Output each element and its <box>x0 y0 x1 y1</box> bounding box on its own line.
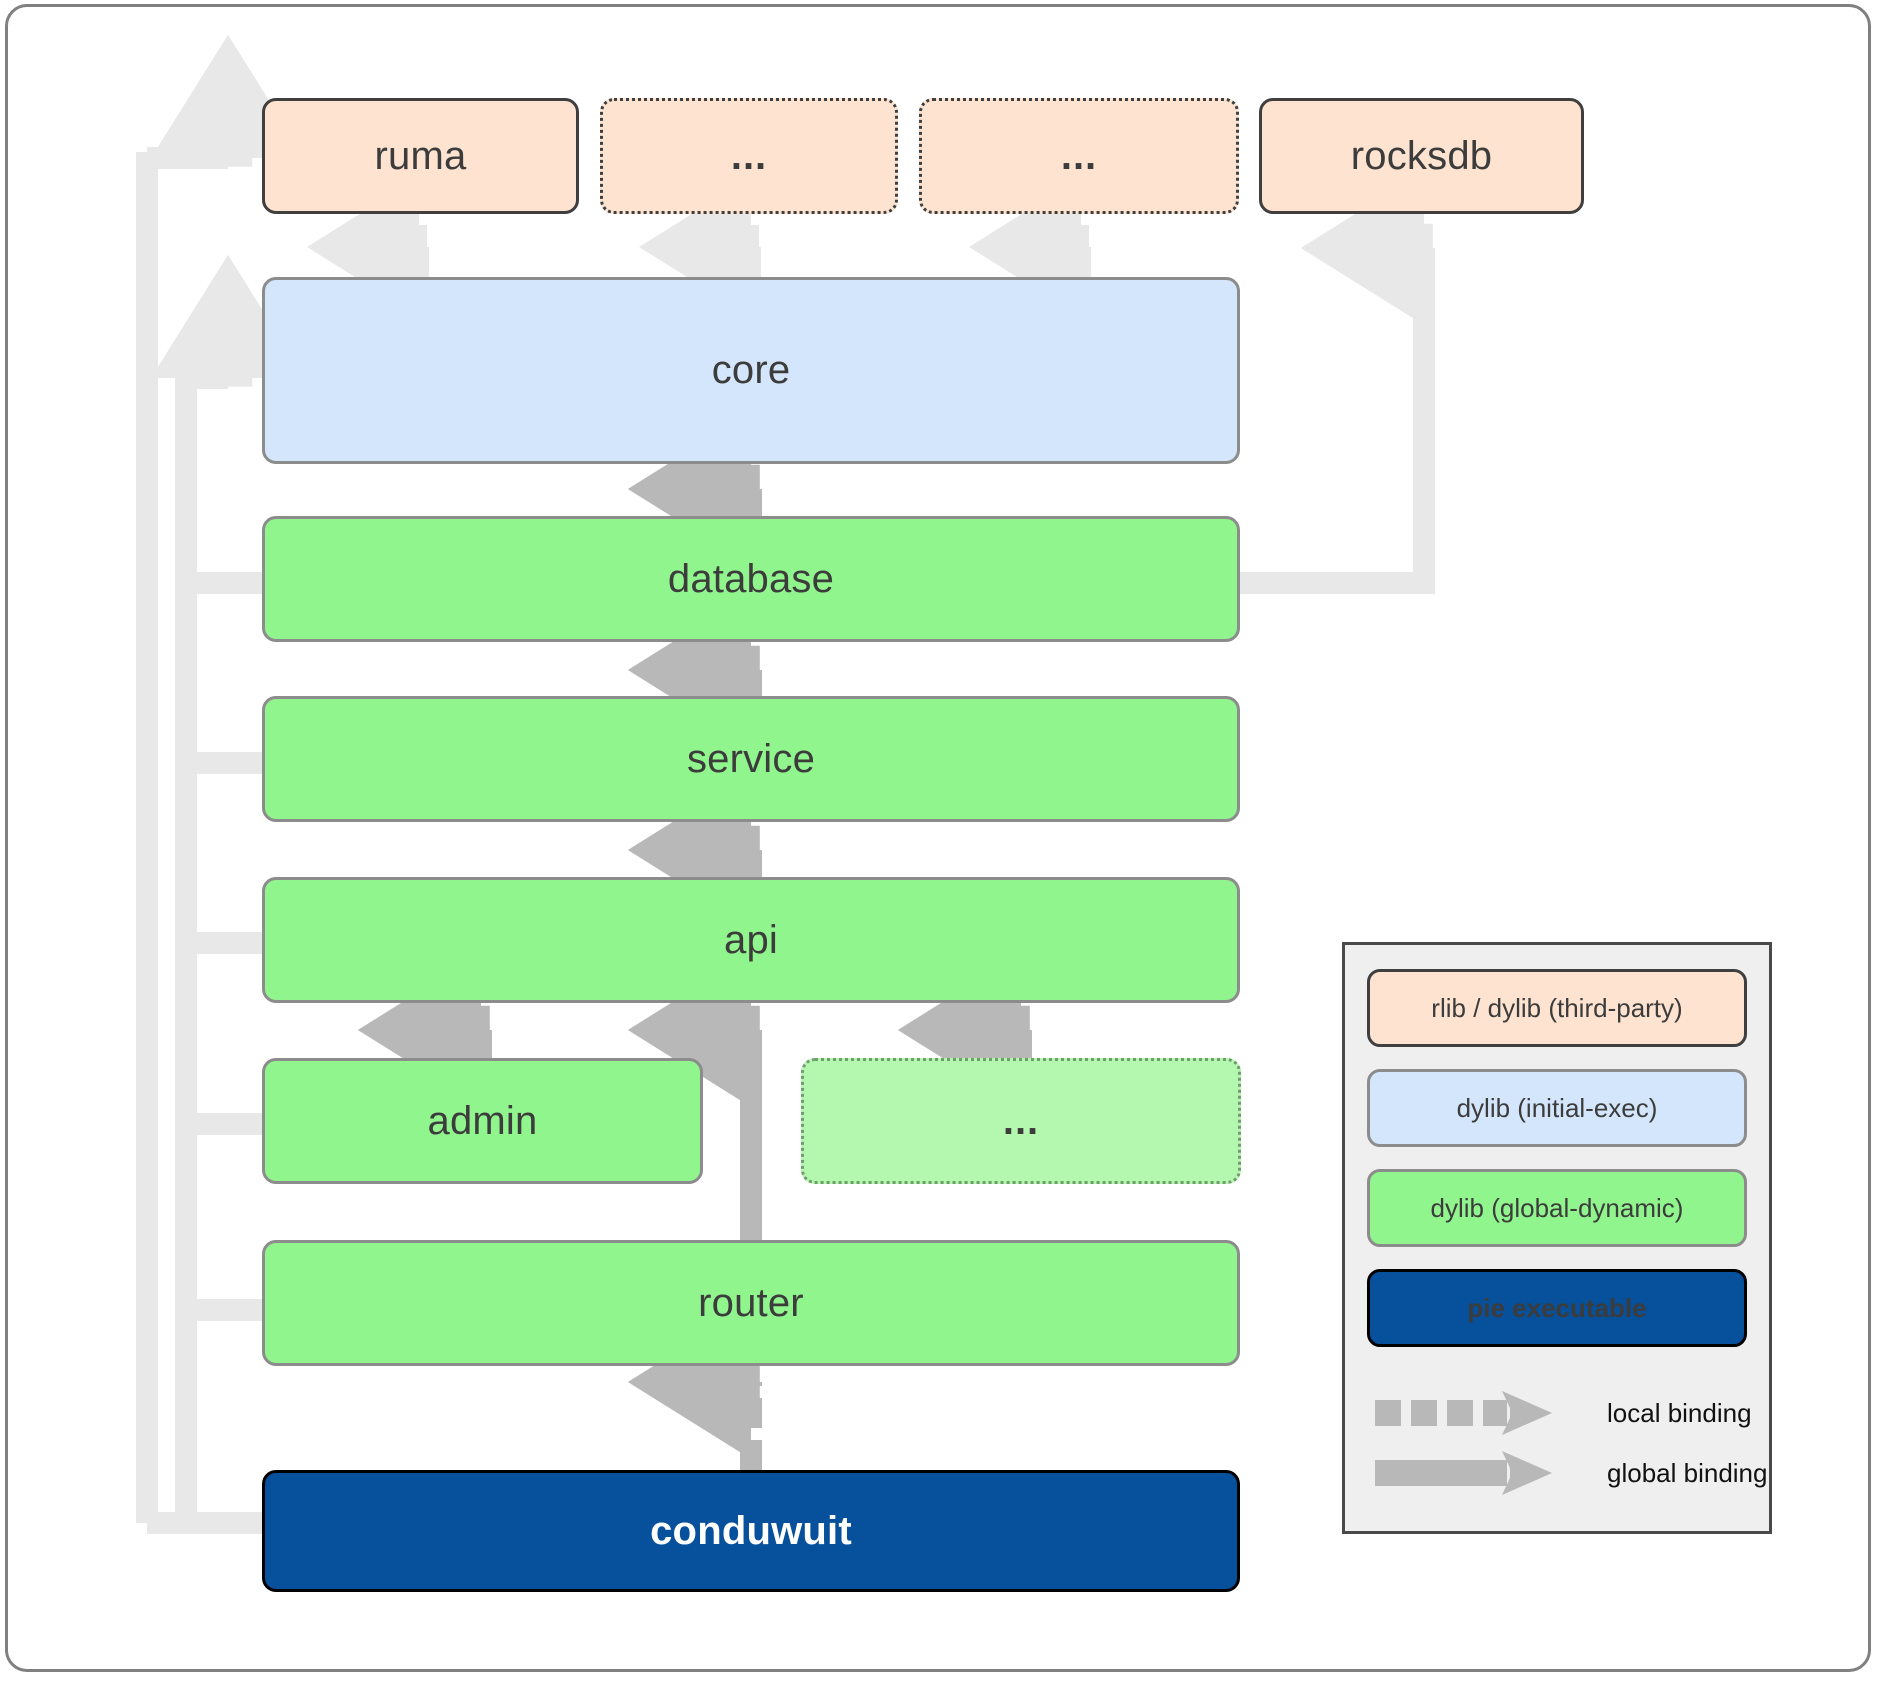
legend-item-initial-exec: dylib (initial-exec) <box>1367 1069 1747 1147</box>
legend-arrow-local: local binding <box>1367 1385 1757 1441</box>
node-ext1[interactable]: ... <box>600 98 898 214</box>
node-api[interactable]: api <box>262 877 1240 1003</box>
node-ruma-label: ruma <box>374 133 467 178</box>
node-database[interactable]: database <box>262 516 1240 642</box>
legend-arrow-global: global binding <box>1367 1445 1767 1501</box>
node-api-label: api <box>724 917 778 962</box>
legend-panel: rlib / dylib (third-party) dylib (initia… <box>1342 942 1772 1534</box>
node-service[interactable]: service <box>262 696 1240 822</box>
node-ruma[interactable]: ruma <box>262 98 579 214</box>
node-admin[interactable]: admin <box>262 1058 703 1184</box>
legend-arrow-local-label: local binding <box>1607 1397 1752 1428</box>
node-more[interactable]: ... <box>801 1058 1241 1184</box>
node-core[interactable]: core <box>262 277 1240 464</box>
legend-item-pie-executable-label: pie executable <box>1467 1292 1647 1323</box>
node-admin-label: admin <box>427 1098 538 1143</box>
legend-item-third-party-label: rlib / dylib (third-party) <box>1431 992 1683 1023</box>
node-conduwuit-label: conduwuit <box>650 1508 852 1553</box>
node-ext2[interactable]: ... <box>919 98 1239 214</box>
node-more-label: ... <box>1002 1099 1040 1143</box>
node-service-label: service <box>686 736 816 781</box>
node-core-label: core <box>711 348 791 392</box>
node-ext1-label: ... <box>730 134 768 178</box>
local-binding-arrow-icon <box>1375 1391 1552 1435</box>
node-router-label: router <box>698 1280 804 1325</box>
node-database-label: database <box>667 556 835 601</box>
node-router[interactable]: router <box>262 1240 1240 1366</box>
node-rocksdb[interactable]: rocksdb <box>1259 98 1584 214</box>
legend-arrow-global-label: global binding <box>1607 1457 1768 1488</box>
legend-item-pie-executable: pie executable <box>1367 1269 1747 1347</box>
global-binding-arrow-icon <box>1375 1451 1552 1495</box>
node-ext2-label: ... <box>1060 134 1098 178</box>
node-conduwuit[interactable]: conduwuit <box>262 1470 1240 1592</box>
legend-item-third-party: rlib / dylib (third-party) <box>1367 969 1747 1047</box>
legend-item-global-dynamic-label: dylib (global-dynamic) <box>1430 1192 1684 1223</box>
node-rocksdb-label: rocksdb <box>1350 133 1493 178</box>
legend-item-global-dynamic: dylib (global-dynamic) <box>1367 1169 1747 1247</box>
legend-item-initial-exec-label: dylib (initial-exec) <box>1456 1092 1658 1123</box>
